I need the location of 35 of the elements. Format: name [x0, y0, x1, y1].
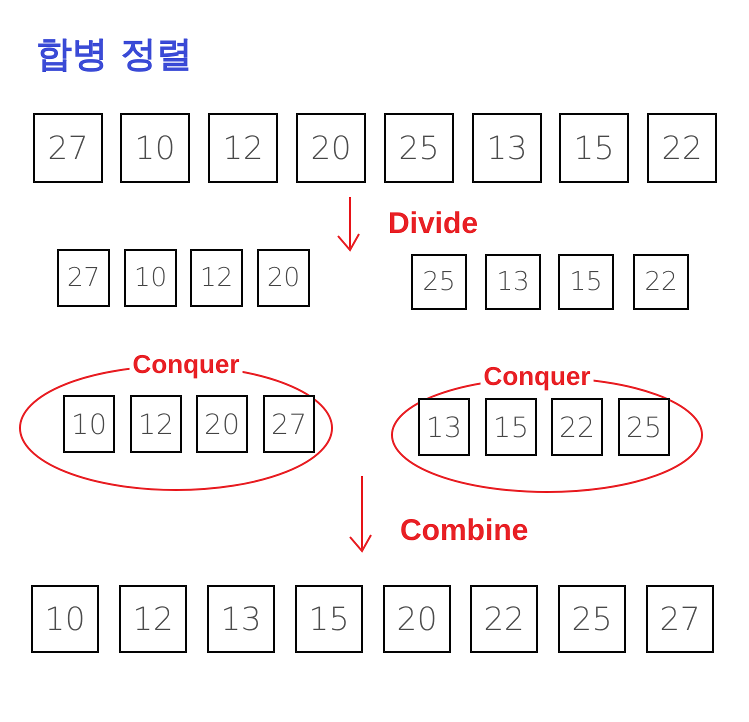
number-box: 10	[124, 249, 177, 307]
number-box: 20	[296, 113, 366, 183]
number-box: 12	[190, 249, 243, 307]
number-box: 25	[411, 254, 467, 310]
number-box: 20	[383, 585, 451, 653]
number-box: 13	[418, 398, 470, 456]
number-box: 25	[618, 398, 670, 456]
number-box: 25	[384, 113, 454, 183]
title: 합병 정렬	[36, 33, 193, 77]
number-box: 20	[196, 395, 248, 453]
number-box: 27	[263, 395, 315, 453]
number-box: 10	[31, 585, 99, 653]
number-box: 20	[257, 249, 310, 307]
number-box: 13	[207, 585, 275, 653]
number-box: 27	[646, 585, 714, 653]
number-box: 10	[120, 113, 190, 183]
number-box: 15	[295, 585, 363, 653]
number-box: 13	[472, 113, 542, 183]
number-box: 22	[633, 254, 689, 310]
number-box: 10	[63, 395, 115, 453]
number-box: 15	[559, 113, 629, 183]
step-label: Combine	[400, 514, 528, 548]
number-box: 22	[551, 398, 603, 456]
number-box: 15	[558, 254, 614, 310]
number-box: 22	[647, 113, 717, 183]
number-box: 12	[208, 113, 278, 183]
number-box: 13	[485, 254, 541, 310]
number-box: 25	[558, 585, 626, 653]
number-box: 22	[470, 585, 538, 653]
number-box: 12	[130, 395, 182, 453]
number-box: 12	[119, 585, 187, 653]
step-label: Divide	[388, 207, 478, 241]
number-box: 27	[33, 113, 103, 183]
number-box: 15	[485, 398, 537, 456]
number-box: 27	[57, 249, 110, 307]
